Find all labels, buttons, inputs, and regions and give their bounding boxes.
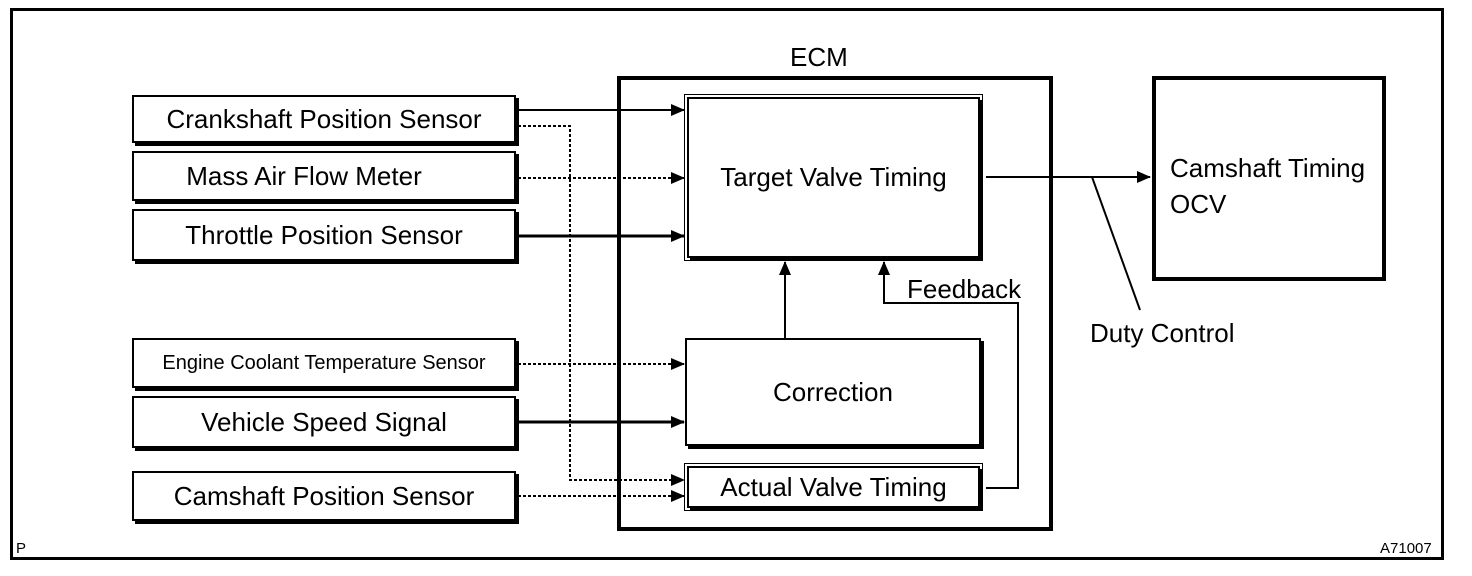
actual-valve-timing-block: Actual Valve Timing [684,463,983,511]
input-throttle-position-sensor: Throttle Position Sensor [132,209,516,261]
input-mass-air-flow-meter: Mass Air Flow Meter [132,151,516,201]
correction-block: Correction [685,338,981,446]
line-feedback [878,261,1019,489]
input-vehicle-speed-signal: Vehicle Speed Signal [132,396,516,448]
ocv-line-1: Camshaft Timing [1170,153,1366,183]
ecm-title: ECM [790,42,848,72]
feedback-label: Feedback [907,274,1022,304]
input-crankshaft-position-sensor: Crankshaft Position Sensor [132,95,516,143]
ecm-block [617,76,1053,531]
camshaft-timing-ocv-block: Camshaft Timing OCV [1152,76,1386,281]
ocv-line-2: OCV [1170,189,1227,219]
corner-label-right: A71007 [1380,540,1432,557]
target-valve-timing-block: Target Valve Timing [684,94,983,261]
corner-label-left: P [16,540,27,557]
input-engine-coolant-temperature-sensor: Engine Coolant Temperature Sensor [132,338,516,388]
duty-control-leader [1091,176,1141,311]
line-crank-to-actual [518,125,685,486]
input-camshaft-position-sensor: Camshaft Position Sensor [132,471,516,521]
duty-control-label: Duty Control [1090,318,1235,348]
